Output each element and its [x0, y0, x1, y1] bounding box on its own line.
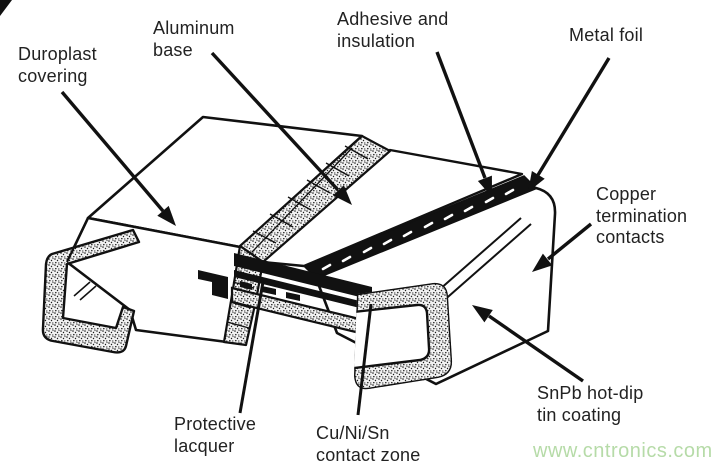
sheen-line [430, 217, 522, 298]
copper-arrowhead [532, 253, 553, 272]
body-end-edge [66, 217, 89, 263]
label-line: lacquer [174, 435, 235, 456]
label-line: Duroplast [18, 44, 97, 64]
right-termination-clip-section [354, 282, 453, 390]
adhesive-foil-strip [302, 175, 538, 279]
metal-foil-arrow-shaft [536, 57, 611, 176]
sheen-line [440, 223, 532, 304]
contact-zone-leader [356, 303, 373, 416]
label-contact-zone: Cu/Ni/Sn contact zone [316, 423, 420, 466]
label-line: Adhesive and [337, 9, 449, 29]
label-protective-lacquer: Protective lacquer [174, 414, 256, 457]
watermark: www.cntronics.com [533, 440, 713, 462]
label-line: base [153, 39, 193, 60]
label-line: Copper [596, 184, 657, 204]
label-line: Protective [174, 414, 257, 434]
inner-termination-hook [198, 270, 228, 299]
reflection-line [79, 285, 97, 301]
label-line: Aluminum [153, 18, 235, 38]
metal-foil-layer-edge [234, 270, 372, 311]
label-aluminum-base: Aluminum base [153, 18, 235, 61]
label-line: Metal foil [569, 25, 644, 45]
scan-artifact [0, 0, 12, 16]
snpb-arrow-shaft [488, 314, 584, 383]
reflection-line [73, 281, 91, 297]
copper-arrow-shaft [546, 222, 593, 261]
aluminum-arrowhead [332, 185, 352, 205]
label-line: contacts [596, 227, 665, 247]
snpb-arrowhead [472, 305, 493, 323]
clip-opening [354, 303, 431, 371]
strip-dashes [321, 188, 515, 271]
label-line: insulation [337, 30, 416, 51]
label-line: Cu/Ni/Sn [316, 423, 390, 443]
label-line: contact zone [316, 444, 421, 465]
protective-lacquer-leader [238, 281, 265, 414]
metal-foil-arrowhead [528, 171, 545, 192]
duroplast-arrow-shaft [60, 90, 165, 213]
leader-arrows [60, 51, 611, 383]
left-termination-clip [41, 217, 141, 354]
crosshatch [226, 145, 369, 329]
label-duroplast-covering: Duroplast covering [18, 44, 97, 87]
aluminum-arrow-shaft [210, 51, 340, 192]
foil-adhesive-layer-edge [234, 253, 372, 300]
label-copper-termination: Copper termination contacts [596, 184, 687, 249]
duroplast-arrowhead [157, 205, 176, 226]
contact-tabs [240, 281, 300, 301]
label-line: SnPb hot-dip [537, 383, 644, 403]
label-snpb-coating: SnPb hot-dip tin coating [537, 383, 643, 426]
label-line: termination [596, 205, 688, 226]
label-line: covering [18, 65, 88, 86]
arrowheads [157, 171, 553, 323]
adhesive-arrowhead [477, 175, 492, 197]
label-metal-foil: Metal foil [569, 25, 643, 47]
label-line: tin coating [537, 404, 622, 425]
adhesive-arrow-shaft [435, 51, 487, 179]
label-adhesive-insulation: Adhesive and insulation [337, 9, 448, 52]
